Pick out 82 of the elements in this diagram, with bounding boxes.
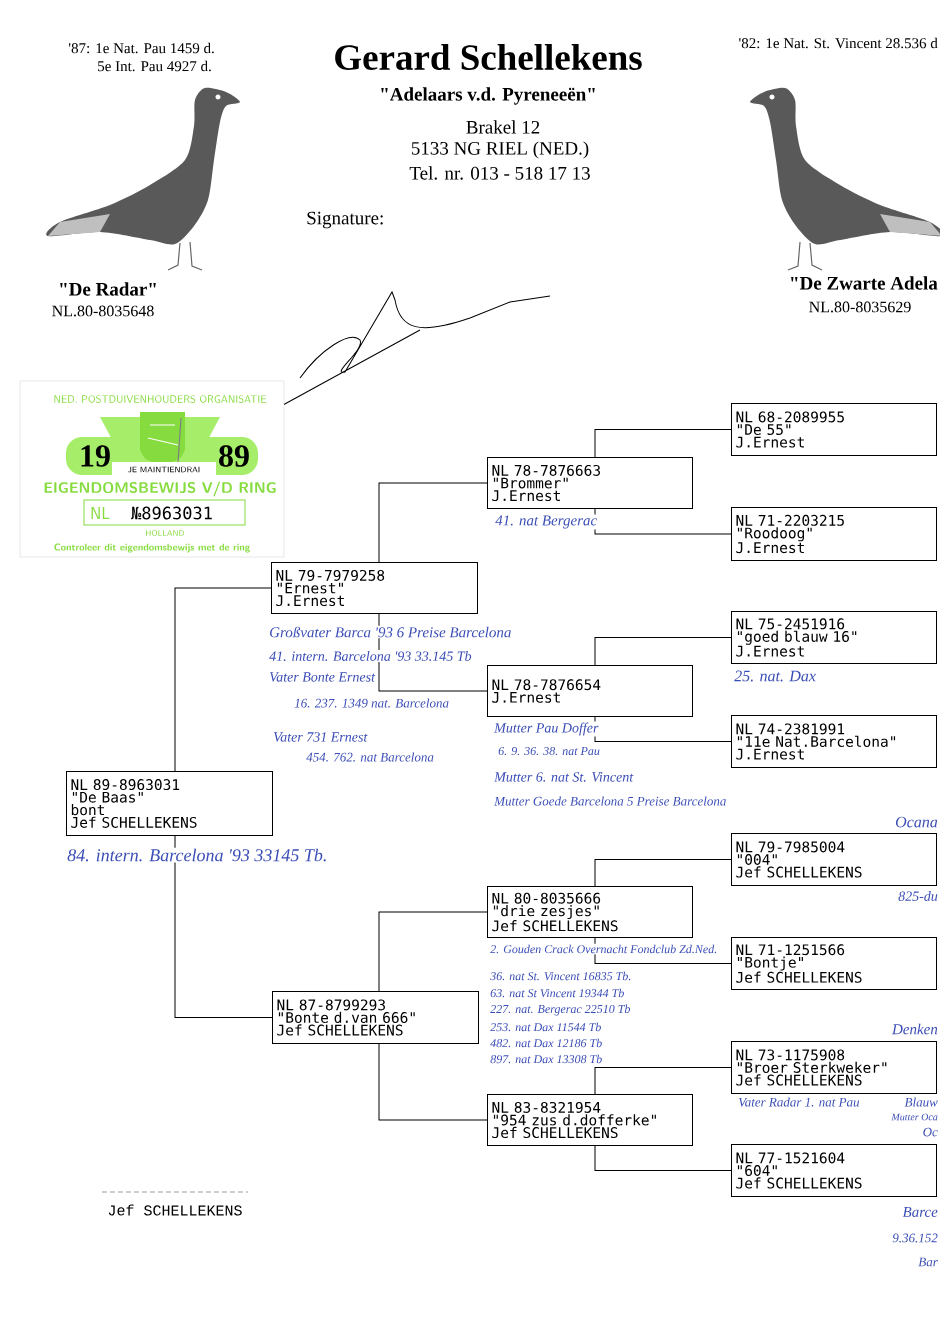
pedigree-box: NL 71-2203215 "Roodoog" J.Ernest <box>731 507 937 561</box>
signature-name: Jef SCHELLEKENS <box>108 1204 242 1216</box>
handwritten-note: 6. 9. 36. 38. nat Pau <box>497 745 601 757</box>
connector-line <box>378 482 488 563</box>
country-name: HOLLAND <box>146 530 185 536</box>
pedigree-box: NL 74-2381991 "11e Nat.Barcelona" J.Ernest <box>731 715 937 768</box>
title: Gerard Schellekens <box>335 44 642 70</box>
connector-line <box>378 1043 488 1121</box>
country-code: NL <box>91 507 110 519</box>
handwritten-note: Blauw <box>903 1096 939 1108</box>
handwritten-note: 36. nat St. Vincent 16835 Tb. <box>489 970 633 982</box>
connector-line <box>378 911 488 992</box>
phone-line: Tel. nr. 013 - 518 17 13 <box>409 166 590 180</box>
pedigree-box: NL 80-8035666 "drie zesjes" Jef SCHELLEKENS <box>487 886 693 938</box>
address-line: Brakel 12 <box>466 120 540 134</box>
connector-line <box>594 859 732 887</box>
result-note: 5e Int. Pau 4927 d. <box>98 60 211 72</box>
handwritten-note: 41. nat Bergerac <box>494 514 599 530</box>
motto-text: JE MAINTIENDRAI <box>128 466 200 473</box>
pedigree-box: NL 79-7985004 "004" Jef SCHELLEKENS <box>731 833 937 886</box>
handwritten-note: 16. 237. 1349 nat. Barcelona <box>293 697 450 709</box>
pedigree-box: NL 73-1175908 "Broer Sterkweker" Jef SCHELLEKENS <box>731 1041 937 1094</box>
pedigree-box: NL 79-7979258 "Ernest" J.Ernest <box>271 562 478 614</box>
card-title: EIGENDOMSBEWIJS V/D RING <box>44 481 276 497</box>
pedigree-box: NL 89-8963031 "De Baas" bont Jef SCHELLEKENS <box>66 771 273 836</box>
handwritten-note: Großvater Barca '93 6 Preise Barcelona <box>268 625 513 639</box>
connector-line <box>594 429 732 458</box>
card-heading: NED. POSTDUIVENHOUDERS ORGANISATIE <box>54 395 267 403</box>
subtitle: "Adelaars v.d. Pyreneeën" <box>381 87 595 105</box>
handwritten-note: Vater Bonte Ernest <box>268 671 376 683</box>
handwritten-note: Mutter 6. nat St. Vincent <box>493 771 635 783</box>
year-digits: 89 <box>219 445 249 467</box>
year-digits: 19 <box>81 445 110 467</box>
handwritten-note: 253. nat Dax 11544 Tb <box>489 1021 603 1033</box>
connector-line <box>594 508 732 535</box>
result-note: '82: 1e Nat. St. Vincent 28.536 d <box>739 37 938 49</box>
handwritten-note: 9.36.152 <box>891 1232 939 1244</box>
handwritten-note: 63. nat St Vincent 19344 Tb <box>489 987 626 999</box>
address-line: 5133 NG RIEL (NED.) <box>411 141 589 159</box>
pedigree-box: NL 83-8321954 "954 zus d.dofferke" Jef SCHELLEKENS <box>487 1094 693 1146</box>
connector-line <box>594 637 732 666</box>
handwritten-note: 41. intern. Barcelona '93 33.145 Tb <box>268 650 473 662</box>
connector-line <box>594 1145 732 1171</box>
pedigree-box: NL 78-7876663 "Brommer" J.Ernest <box>487 457 693 509</box>
handwritten-note: Mutter Pau Doffer <box>493 721 600 737</box>
handwritten-note: Vater Radar 1. nat Pau <box>737 1096 861 1108</box>
ring-number: №8963031 <box>131 506 212 520</box>
connector-line <box>174 835 273 1018</box>
handwritten-note: Mutter Oca <box>890 1112 939 1122</box>
connector-line <box>174 587 272 772</box>
pedigree-box: NL 78-7876654 J.Ernest <box>487 665 693 717</box>
pedigree-box: NL 71-1251566 "Bontje" Jef SCHELLEKENS <box>731 937 937 990</box>
handwritten-note: 2. Gouden Crack Overnacht Fondclub Zd.Ned. <box>489 943 719 955</box>
pedigree-box: NL 75-2451916 "goed blauw 16" J.Ernest <box>731 611 937 664</box>
pedigree-box: NL 68-2089955 "De 55" J.Ernest <box>731 403 937 456</box>
handwritten-note: Mutter Goede Barcelona 5 Preise Barcelona <box>493 795 728 807</box>
signature-label: Signature: <box>307 211 383 229</box>
handwritten-note: 825-du <box>897 890 939 902</box>
handwritten-note: Denken <box>891 1022 939 1036</box>
handwritten-note: Barce <box>901 1206 939 1218</box>
handwritten-note: 25. nat. Dax <box>733 669 817 683</box>
pigeon-name: "De Radar" <box>60 282 156 296</box>
handwritten-note: 482. nat Dax 12186 Tb <box>489 1037 604 1049</box>
connector-line <box>594 716 732 742</box>
handwritten-note: Oc <box>921 1126 939 1138</box>
handwritten-note: 84. intern. Barcelona '93 33145 Tb. <box>66 847 329 863</box>
pigeon-name: "De Zwarte Adela <box>791 276 938 290</box>
card-note: Controleer dit eigendomsbewijs met de ring <box>54 543 251 553</box>
connector-line <box>594 937 732 964</box>
result-note: '87: 1e Nat. Pau 1459 d. <box>69 42 214 54</box>
connector-line <box>378 613 488 692</box>
ring-number: NL.80-8035629 <box>809 301 911 313</box>
handwritten-note: 227. nat. Bergerac 22510 Tb <box>489 1003 632 1017</box>
ring-number: NL.80-8035648 <box>52 305 154 317</box>
handwritten-note: 897. nat Dax 13308 Tb <box>489 1053 604 1065</box>
connector-line <box>594 1067 732 1095</box>
handwritten-note: Vater 731 Ernest <box>272 731 369 743</box>
handwritten-note: Ocana <box>894 815 939 829</box>
handwritten-note: Bar <box>917 1256 939 1268</box>
pedigree-box: NL 87-8799293 "Bonte d.van 666" Jef SCHELLEKENS <box>272 991 479 1044</box>
handwritten-note: 454. 762. nat Barcelona <box>305 751 435 763</box>
pedigree-box: NL 77-1521604 "604" Jef SCHELLEKENS <box>731 1144 937 1197</box>
